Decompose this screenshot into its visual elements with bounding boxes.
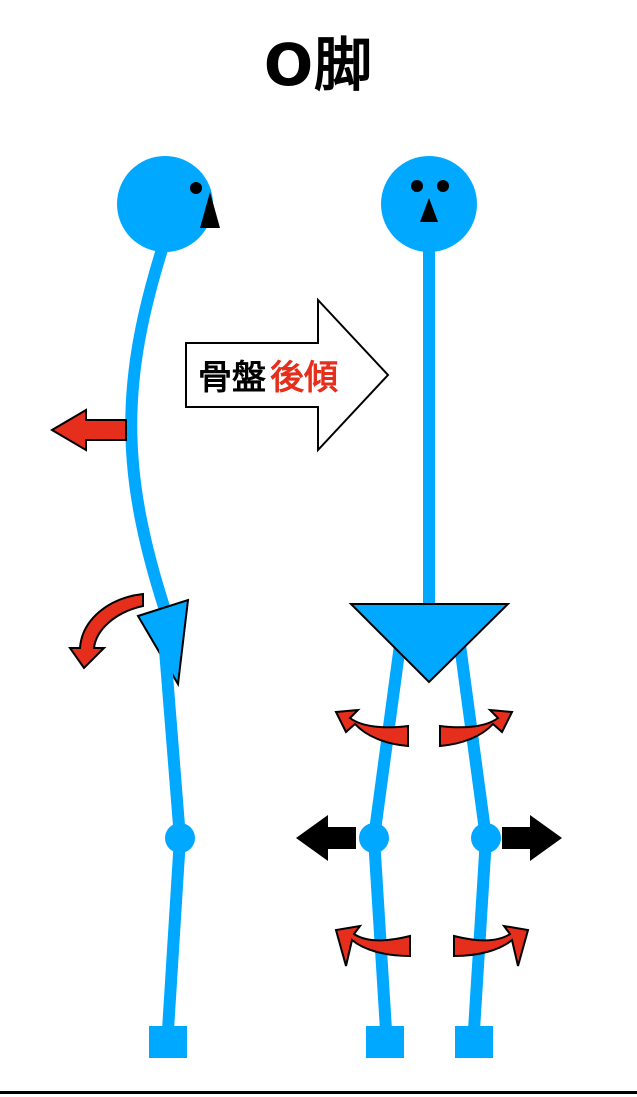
rotation-arrow-icon: [334, 924, 411, 967]
page-title: O脚: [263, 31, 374, 99]
front-view-figure: [296, 156, 562, 1058]
side-shin: [162, 832, 186, 1036]
front-right-eye: [437, 180, 449, 192]
side-spine: [125, 234, 171, 616]
front-pelvis: [348, 603, 511, 684]
outward-arrow-icon: [296, 815, 356, 861]
front-right-foot: [455, 1026, 493, 1058]
front-left-foot: [366, 1026, 404, 1058]
front-left-eye: [411, 180, 423, 192]
side-eye: [190, 182, 202, 194]
bottom-divider: [0, 1091, 637, 1094]
front-nose: [420, 198, 438, 222]
side-pelvis: [136, 598, 190, 688]
side-knee: [165, 823, 195, 853]
side-view-figure: [50, 156, 220, 1058]
curved-arrow-icon: [68, 592, 144, 670]
front-right-knee: [471, 823, 501, 853]
front-left-knee: [359, 823, 389, 853]
front-right-thigh: [454, 639, 492, 844]
front-right-shin: [468, 832, 492, 1036]
arrow-label-part1: 骨盤: [198, 358, 266, 398]
rotation-arrow-icon: [439, 708, 514, 748]
side-foot: [149, 1026, 187, 1058]
left-arrow-icon: [50, 408, 127, 452]
outward-arrow-icon: [502, 815, 562, 861]
right-arrow-icon: [185, 297, 390, 453]
front-left-shin: [368, 832, 392, 1036]
side-head: [117, 156, 213, 252]
side-thigh: [159, 644, 186, 844]
rotation-arrow-icon: [453, 924, 530, 967]
arrow-label-part2: 後傾: [270, 358, 338, 398]
side-nose: [200, 192, 220, 228]
rotation-arrow-icon: [334, 708, 409, 748]
